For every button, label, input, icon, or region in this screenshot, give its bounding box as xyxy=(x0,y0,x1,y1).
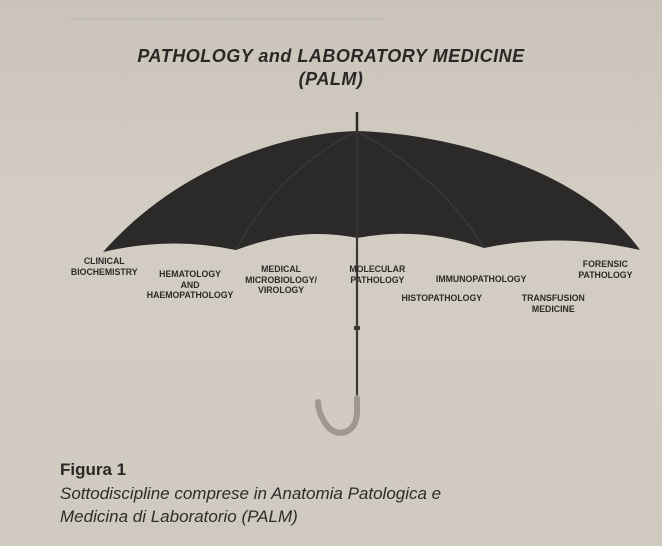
umbrella-runner xyxy=(354,326,360,330)
umbrella-canopy xyxy=(103,131,640,252)
label-hematology: HEMATOLOGY AND HAEMOPATHOLOGY xyxy=(147,270,234,302)
figure-caption-line2: Medicina di Laboratorio (PALM) xyxy=(60,507,660,527)
umbrella-handle xyxy=(318,398,357,433)
label-transfusion-medicine: TRANSFUSION MEDICINE xyxy=(522,294,585,315)
label-molecular-pathology: MOLECULAR PATHOLOGY xyxy=(349,265,405,286)
figure-label: Figura 1 xyxy=(60,460,126,480)
label-histopathology: HISTOPATHOLOGY xyxy=(402,294,483,305)
label-microbiology: MEDICAL MICROBIOLOGY/ VIROLOGY xyxy=(245,265,317,297)
label-forensic-pathology: FORENSIC PATHOLOGY xyxy=(578,260,632,281)
figure-caption-line1: Sottodiscipline comprese in Anatomia Pat… xyxy=(60,484,660,504)
label-immunopathology: IMMUNOPATHOLOGY xyxy=(436,275,526,286)
label-clinical-biochemistry: CLINICAL BIOCHEMISTRY xyxy=(71,257,138,278)
